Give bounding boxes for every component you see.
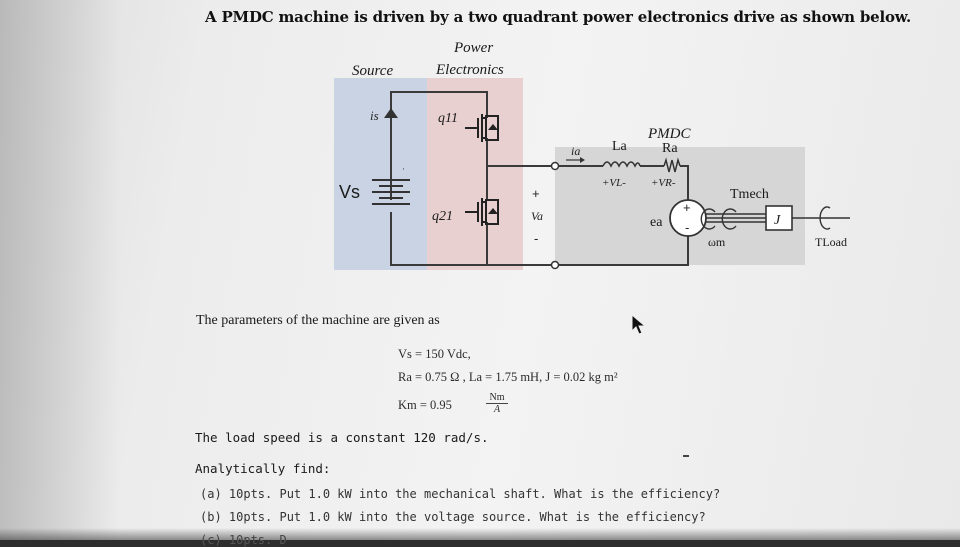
problem-title: A PMDC machine is driven by a two quadra… [205,8,912,26]
vl-label: +VL- [602,177,626,189]
km-units-fraction: Nm A [486,392,508,415]
omega-label: ωm [708,235,726,249]
question-b: (b) 10pts. Put 1.0 kW into the voltage s… [200,510,706,524]
source-region [334,78,427,270]
q11-label: q11 [438,111,458,126]
q21-switch [465,198,499,226]
is-label: is [370,108,379,123]
vs-label: Vs [339,182,360,202]
tload-arrow [819,206,831,230]
is-arrow [384,108,398,118]
top-wire [390,91,488,200]
page-bottom-shadow [0,528,960,540]
power-electronics-region [427,78,523,270]
inertia-label: J [774,213,781,228]
km-units-denominator: A [493,404,501,415]
q21-label: q21 [432,209,453,224]
resistor-zigzag [663,157,681,173]
va-plus-label: + [532,186,540,201]
top-terminal [550,161,560,171]
svg-text:+: + [683,200,691,215]
power-label: Power [453,40,493,56]
circuit-diagram: Source Power Electronics is Vs · q11 [334,40,847,270]
source-label: Source [352,63,393,79]
equation-vs: Vs = 150 Vdc, [398,347,471,361]
load-speed-text: The load speed is a constant 120 rad/s. [195,430,489,445]
ia-label: ia [571,144,580,158]
km-units-numerator: Nm [486,392,508,404]
battery-plus: · [402,164,405,174]
va-minus-label: - [534,231,538,246]
bottom-terminal [550,260,560,270]
ra-out-wire [680,165,689,200]
page-shadow [0,0,120,540]
la-label: La [612,139,628,154]
vr-label: +VR- [651,177,676,189]
va-label: Va [531,209,543,223]
electronics-label: Electronics [435,62,504,78]
mouse-cursor-icon [631,314,647,335]
tload-label: TLoad [815,235,847,249]
find-heading: Analytically find: [195,461,331,476]
pmdc-label: PMDC [647,126,691,142]
equation-km: Km = 0.95 [398,398,452,412]
ra-label: Ra [662,141,678,156]
tmech-label: Tmech [730,187,769,202]
inertia-block [765,205,793,231]
ea-label: ea [650,215,663,230]
stray-mark [683,455,689,457]
question-a: (a) 10pts. Put 1.0 kW into the mechanica… [200,487,721,501]
parameters-heading: The parameters of the machine are given … [196,313,440,328]
inductor-coil [602,161,641,168]
q11-switch [465,114,499,142]
tmech-arrow [700,208,716,230]
equation-ra-la-j: Ra = 0.75 Ω , La = 1.75 mH, J = 0.02 kg … [398,370,618,384]
bottom-wire [390,212,552,266]
svg-text:-: - [685,220,689,235]
ea-return-wire [558,236,689,266]
